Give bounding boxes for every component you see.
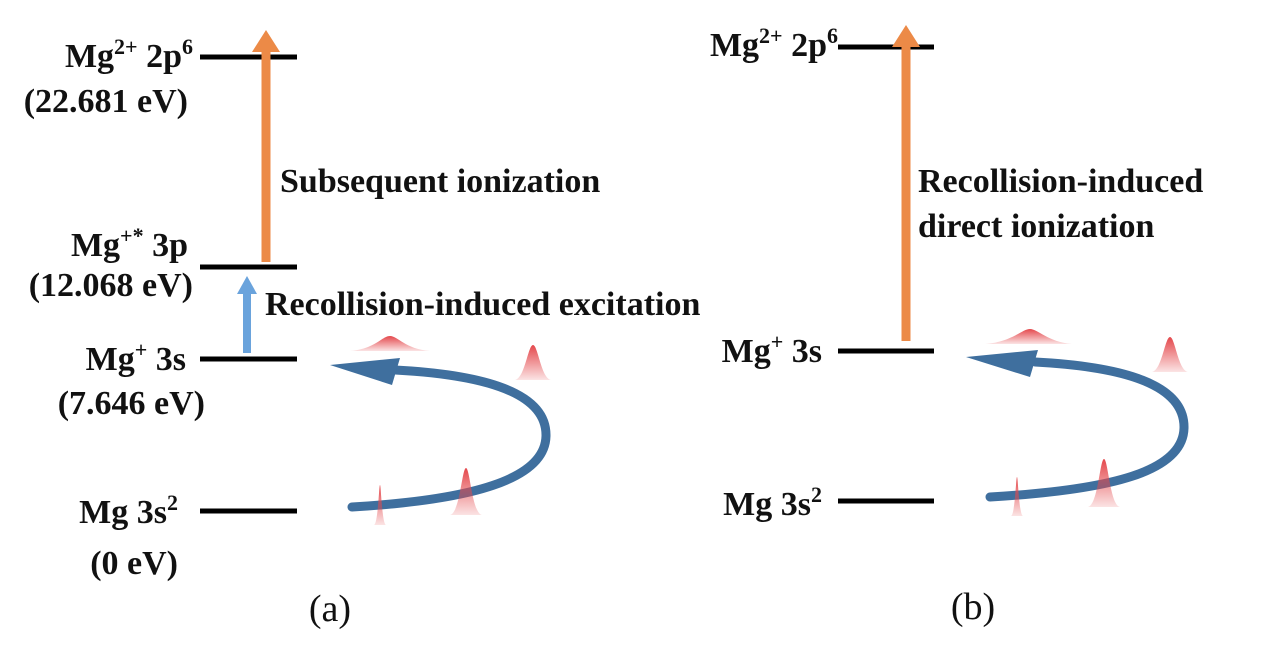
wavepacket-b-spread [985, 329, 1072, 344]
wavepacket-b-lower [1088, 459, 1120, 507]
level-b-label-mgplus: Mg+ 3s [722, 329, 822, 370]
level-a-label-mgplusstar: Mg+* 3p [71, 223, 188, 264]
level-b-label-mg2plus: Mg2+ 2p6 [710, 23, 838, 64]
wavepacket-a-spread [350, 336, 430, 351]
wavepacket-b-narrow [1011, 477, 1023, 516]
wavepacket-a-narrow [374, 485, 386, 525]
wavepacket-a-lower [450, 468, 482, 515]
level-a-label-mgplus: Mg+ 3s [86, 337, 186, 378]
excitation-arrow-a [237, 276, 257, 353]
process-label-recollision-excitation: Recollision-induced excitation [265, 286, 700, 323]
ionization-arrow-a [252, 30, 280, 262]
direct-ionization-arrow-b [892, 25, 920, 341]
recollision-trajectory-b [966, 350, 1189, 502]
recollision-trajectory-a [330, 358, 551, 512]
panel-b: Mg2+ 2p6 Mg+ 3s Mg 3s2 Recollision-induc… [710, 23, 1203, 628]
wavepacket-a-upper [515, 345, 551, 380]
process-label-direct-ionization-line2: direct ionization [918, 208, 1154, 245]
panel-label-a: (a) [309, 588, 351, 630]
level-a-energy-mgplus: (7.646 eV) [58, 385, 205, 422]
level-b-label-mg: Mg 3s2 [723, 482, 822, 523]
process-label-direct-ionization-line1: Recollision-induced [918, 163, 1203, 200]
level-a-label-mg2plus: Mg2+ 2p6 [65, 34, 193, 75]
panel-a: Mg2+ 2p6 (22.681 eV) Mg+* 3p (12.068 eV)… [24, 30, 700, 630]
level-a-energy-mg2plus: (22.681 eV) [24, 83, 188, 120]
wavepacket-b-upper [1152, 337, 1188, 372]
level-a-energy-mgplusstar: (12.068 eV) [29, 267, 193, 304]
level-a-label-mg: Mg 3s2 [79, 490, 178, 531]
level-a-energy-mg: (0 eV) [90, 545, 178, 582]
process-label-subsequent-ionization: Subsequent ionization [280, 163, 600, 200]
panel-label-b: (b) [951, 586, 995, 628]
